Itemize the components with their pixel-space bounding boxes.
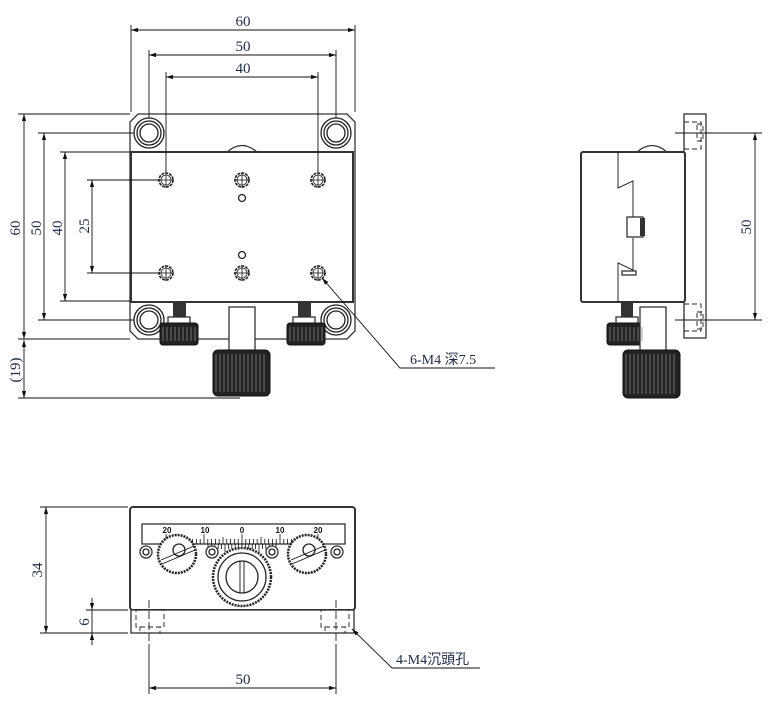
- front-screw-holes: [139, 545, 344, 559]
- side-micrometer-knob[interactable]: [622, 349, 681, 399]
- scale-label: 10: [201, 526, 210, 535]
- adjust-screw: [173, 303, 186, 320]
- scale-label: 10: [276, 526, 285, 535]
- pin-hole: [237, 193, 247, 203]
- front-lock-knob-right[interactable]: [286, 533, 328, 575]
- scale-label: 0: [240, 526, 245, 535]
- callout-counterbore-holes: 4-M4沉頭孔: [396, 652, 469, 668]
- front-lock-knob-left[interactable]: [156, 533, 198, 575]
- scale-label: 20: [163, 526, 172, 535]
- dim-side-50: 50: [739, 220, 755, 235]
- corner-counterbores: [133, 117, 352, 336]
- m4-hole: [158, 265, 174, 281]
- m4-hole: [310, 265, 326, 281]
- dim-front-6: 6: [77, 618, 93, 626]
- dim-knob-19: (19): [8, 358, 24, 383]
- side-view: 50: [580, 113, 762, 399]
- dim-height-40: 40: [50, 221, 66, 236]
- pin-hole: [237, 250, 247, 260]
- scale-labels: 20 10 0 10 20: [163, 526, 323, 535]
- front-view: 20 10 0 10 20 34 6 50 4-M4沉頭孔: [30, 506, 480, 694]
- top-dimensions: 60 50 40 60 50 40 25 (19) 6-M4 深7.5: [8, 14, 495, 399]
- m4-hole: [158, 172, 174, 188]
- m4-hole: [234, 172, 250, 188]
- dim-width-50: 50: [236, 39, 251, 55]
- scale-label: 20: [314, 526, 323, 535]
- top-view: [129, 113, 356, 397]
- callout-m4-holes: 6-M4 深7.5: [410, 352, 476, 368]
- micrometer-knob[interactable]: [212, 349, 271, 397]
- m4-tapped-holes: [158, 172, 326, 281]
- dim-width-40: 40: [236, 61, 251, 77]
- dim-height-25: 25: [77, 219, 93, 234]
- m4-hole: [234, 265, 250, 281]
- dim-front-34: 34: [30, 562, 46, 578]
- micrometer-shaft: [228, 306, 256, 353]
- m4-hole: [310, 172, 326, 188]
- adjust-screw: [298, 303, 311, 320]
- dim-height-50: 50: [29, 221, 45, 236]
- dim-width-60: 60: [236, 14, 251, 30]
- dim-front-50: 50: [236, 672, 251, 688]
- front-base: [130, 609, 355, 634]
- dim-height-60: 60: [8, 221, 24, 236]
- front-micrometer-knob[interactable]: [211, 546, 273, 608]
